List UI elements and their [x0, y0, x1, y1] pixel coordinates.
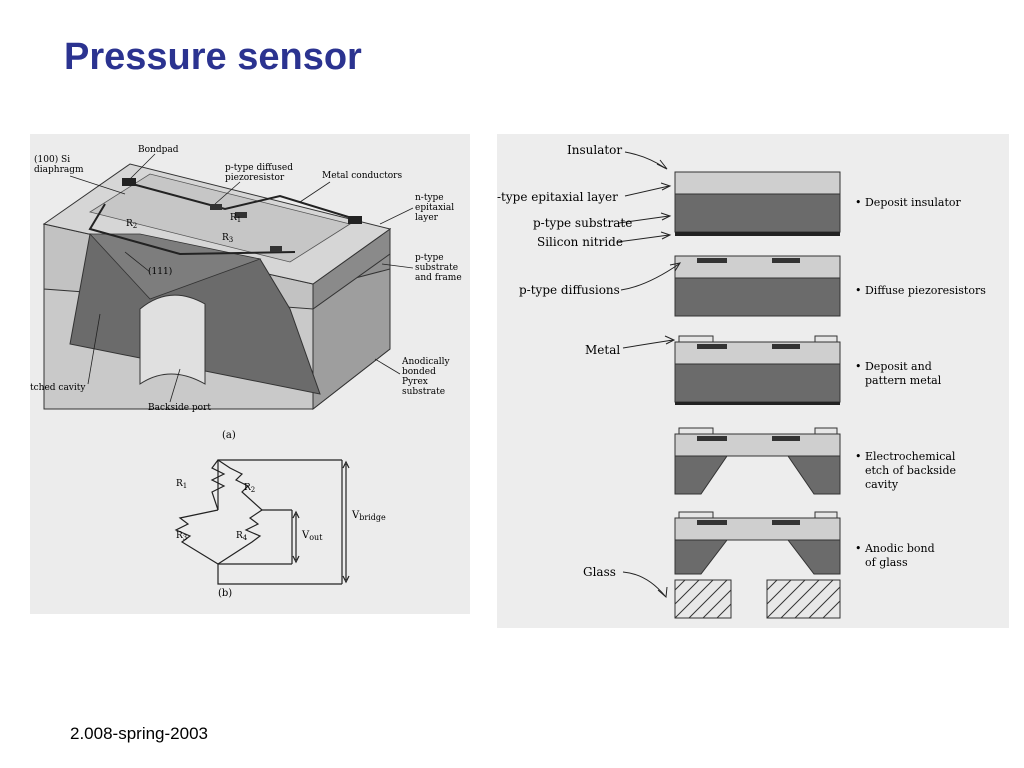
caption-b: (b)	[218, 588, 232, 599]
process-leader-arrows	[616, 151, 682, 599]
label-bonded: bonded	[402, 367, 436, 377]
label-plane-111: (111)	[148, 266, 172, 277]
slide-footer: 2.008-spring-2003	[70, 724, 208, 743]
label-piezoresistor: piezoresistor	[225, 173, 285, 183]
label-b-r4: R4	[236, 531, 248, 542]
caption-a: (a)	[222, 430, 236, 441]
process-step-1-cross-section	[674, 171, 841, 236]
label-b-r3: R3	[176, 531, 187, 542]
label-a-r3: R3	[222, 233, 233, 244]
label-a-r2: R2	[126, 219, 137, 230]
process-step-5-cross-section	[674, 511, 841, 619]
process-step-3-cross-section	[674, 335, 841, 405]
sensor-figure-svg: Bondpad (100) Si diaphragm p-type diffus…	[30, 134, 470, 614]
label-vbridge: Vbridge	[351, 510, 386, 522]
label-epitaxial-layer: -type epitaxial layer	[497, 190, 618, 204]
label-ntype: n-type	[415, 193, 444, 203]
figure-b-labels: R1 R2 R3 R4 Vout Vbridge (b)	[176, 479, 386, 599]
label-silicon-nitride: Silicon nitride	[537, 235, 623, 249]
label-etched-cavity: tched cavity	[30, 383, 86, 393]
label-a-r1: R1	[230, 213, 241, 224]
process-step-4-cross-section	[674, 427, 841, 495]
step-4-line-1: • Electrochemical	[855, 450, 956, 463]
slide-title: Pressure sensor	[64, 36, 362, 78]
figure-a-labels: Bondpad (100) Si diaphragm p-type diffus…	[30, 145, 462, 441]
step-3-line-2: pattern metal	[865, 374, 942, 387]
label-substrate: substrate	[415, 263, 458, 273]
label-si-100: (100) Si	[34, 154, 70, 165]
label-ptype-substrate: p-type substrate	[533, 216, 632, 230]
process-step-descriptions: • Deposit insulator • Diffuse piezoresis…	[855, 196, 986, 569]
label-insulator: Insulator	[567, 143, 622, 157]
label-ptype-diffusions: p-type diffusions	[519, 283, 620, 297]
label-and-frame: and frame	[415, 273, 462, 283]
wheatstone-bridge	[174, 459, 350, 585]
label-bondpad: Bondpad	[138, 145, 179, 155]
step-4-line-3: cavity	[865, 478, 899, 491]
process-layer-labels: Insulator -type epitaxial layer p-type s…	[497, 143, 632, 579]
step-4-line-2: etch of backside	[865, 464, 956, 477]
label-metal: Metal	[585, 343, 620, 357]
label-vout: Vout	[301, 530, 323, 542]
label-backside-port: Backside port	[148, 403, 211, 413]
label-epitaxial: epitaxial	[415, 203, 454, 213]
label-b-r2: R2	[244, 483, 255, 494]
step-1-line-1: • Deposit insulator	[855, 196, 962, 209]
label-b-r1: R1	[176, 479, 187, 490]
step-5-line-1: • Anodic bond	[855, 542, 935, 555]
label-layer: layer	[415, 213, 439, 223]
label-diaphragm: diaphragm	[34, 165, 84, 175]
label-ptype-diffused: p-type diffused	[225, 163, 293, 173]
step-2-line-1: • Diffuse piezoresistors	[855, 284, 986, 297]
step-5-line-2: of glass	[865, 556, 908, 569]
sensor-3d-block	[42, 163, 392, 411]
figure-right-panel: Insulator -type epitaxial layer p-type s…	[497, 134, 1009, 628]
label-ptype: p-type	[415, 253, 444, 263]
label-pyrex-substrate: substrate	[402, 387, 445, 397]
process-figure-svg: Insulator -type epitaxial layer p-type s…	[497, 134, 1009, 628]
process-step-2-cross-section	[674, 255, 841, 317]
label-anodically: Anodically	[401, 357, 451, 367]
step-3-line-1: • Deposit and	[855, 360, 932, 373]
figure-left-panel: Bondpad (100) Si diaphragm p-type diffus…	[30, 134, 470, 614]
label-glass: Glass	[583, 565, 616, 579]
label-metal-conductors: Metal conductors	[322, 171, 402, 181]
label-pyrex: Pyrex	[402, 377, 428, 387]
